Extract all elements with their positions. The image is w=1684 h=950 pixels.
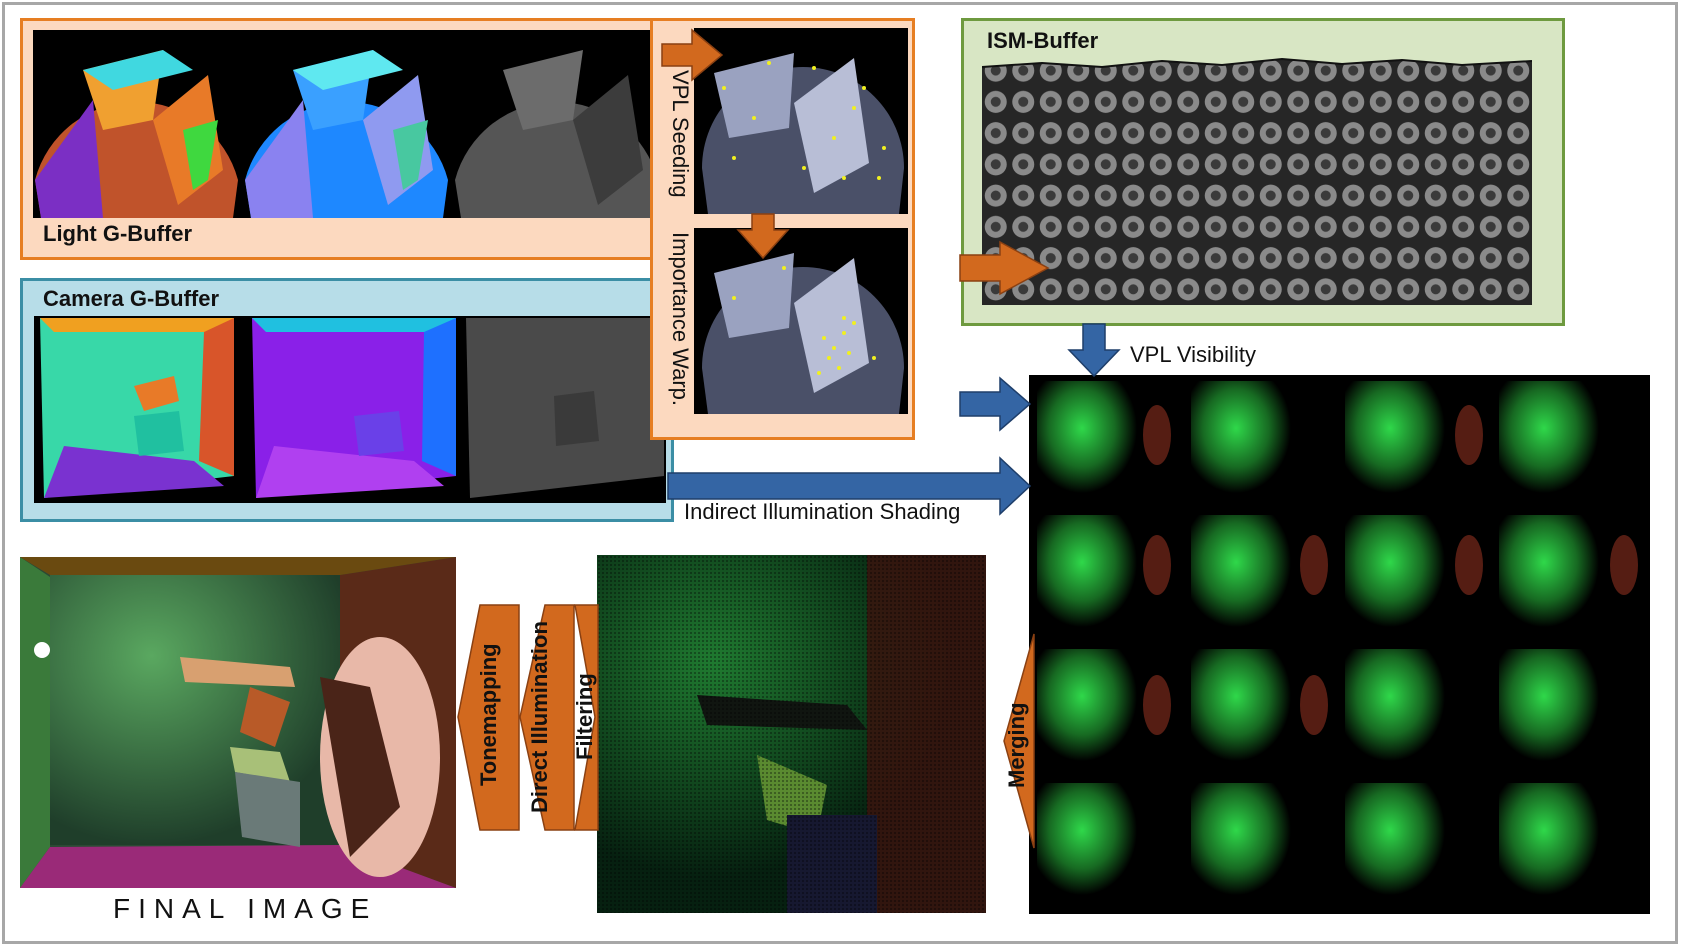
final-image-caption: FINAL IMAGE [113,893,378,924]
camera-gbuffer-images [34,316,666,503]
final-image [20,557,456,888]
importance-warp-image [694,228,908,414]
filtering-label: Filtering [572,673,597,761]
light-gbuffer-images [33,30,661,218]
tonemapping-label: Tonemapping [476,643,501,787]
shading-grid-image [1029,375,1650,914]
direct-illumination-label: Direct Illumination [527,621,552,814]
merging-label: Merging [1004,702,1029,788]
light-gbuffer-title: Light G-Buffer [43,221,193,246]
vpl-seeding-label: VPL Seeding [668,70,693,198]
ism-buffer-image [982,55,1532,305]
filtered-image [597,555,986,913]
importance-warp-label: Importance Warp. [668,232,693,407]
indirect-shading-label: Indirect Illumination Shading [684,499,961,524]
ism-buffer-title: ISM-Buffer [987,28,1099,53]
camera-gbuffer-title: Camera G-Buffer [43,286,220,311]
vpl-seeding-image [694,28,908,214]
vpl-visibility-label: VPL Visibility [1130,342,1256,367]
